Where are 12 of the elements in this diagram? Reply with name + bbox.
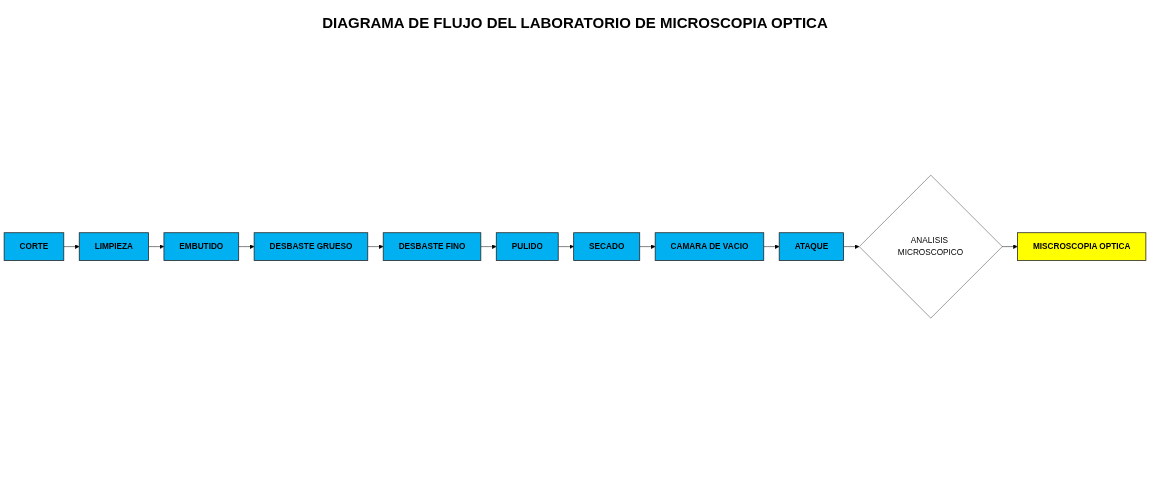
diagram-title: DIAGRAMA DE FLUJO DEL LABORATORIO DE MICROSCOPIA OPTICA [321,14,829,31]
node-box: MISCROSCOPIA OPTICA [1017,232,1147,262]
node-box: SECADO [573,232,641,262]
node-box: DESBASTE GRUESO [253,232,369,262]
node-box: LIMPIEZA [78,232,149,262]
node-box: CORTE [3,232,65,262]
node-box: CAMARA DE VACIO [654,232,765,262]
node-box: PULIDO [495,232,559,262]
node-box: DESBASTE FINO [382,232,482,262]
node-box: EMBUTIDO [163,232,240,262]
node-diamond: ANALISIS MICROSCOPICO [859,175,1003,319]
node-box: ATAQUE [778,232,844,262]
